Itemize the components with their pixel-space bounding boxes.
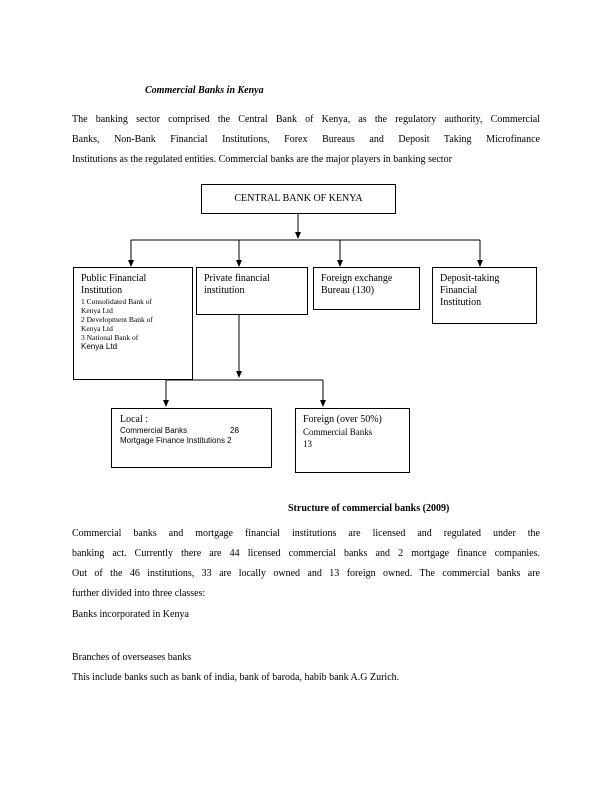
class-item: Banks incorporated in Kenya [72, 609, 189, 620]
public-title: Public Financial [81, 273, 147, 284]
central-bank-box: CENTRAL BANK OF KENYA [201, 184, 396, 214]
deposit-label: Financial [440, 285, 478, 296]
body-line: further divided into three classes: [72, 588, 206, 599]
foreign-banks-box: Foreign (over 50%) Commercial Banks 13 [295, 408, 410, 473]
body-line: banking act. Currently there are 44 lice… [72, 548, 540, 559]
intro-line: Banks, Non-Bank Financial Institutions, … [72, 134, 540, 145]
deposit-taking-box: Deposit-taking Financial Institution [432, 267, 537, 324]
public-item: 1 Consolidated Bank of [81, 297, 153, 306]
private-label: Private financial [204, 273, 270, 284]
public-title: Institution [81, 285, 123, 296]
class-item: Branches of overseases banks [72, 652, 192, 663]
local-banks-box: Local : Commercial Banks 28 Mortgage Fin… [111, 408, 272, 468]
body-line: Commercial banks and mortgage financial … [72, 528, 540, 539]
public-item: Kenya Ltd [81, 324, 113, 333]
central-bank-label: CENTRAL BANK OF KENYA [234, 193, 363, 204]
local-row: Commercial Banks 28 [120, 426, 271, 436]
public-item: Kenya Ltd [81, 306, 113, 315]
intro-line: The banking sector comprised the Central… [72, 114, 540, 125]
local-title: Local : [120, 414, 149, 425]
intro-paragraph: The banking sector comprised the Central… [72, 110, 540, 170]
public-item: Kenya Ltd [81, 342, 118, 351]
deposit-label: Institution [440, 297, 482, 308]
diagram-caption: Structure of commercial banks (2009) [288, 503, 450, 514]
foreign-label: Commercial Banks [303, 427, 373, 437]
public-item: 2 Development Bank of [81, 315, 153, 324]
local-commercial-count: 28 [230, 426, 239, 435]
private-label: institution [204, 285, 245, 296]
forex-label: Bureau (130) [321, 285, 375, 296]
public-institution-box: Public Financial Institution 1 Consolida… [73, 267, 193, 380]
body-paragraph: Commercial banks and mortgage financial … [72, 524, 540, 604]
forex-bureau-box: Foreign exchange Bureau (130) [313, 267, 420, 310]
intro-line: Institutions as the regulated entities. … [72, 154, 452, 165]
foreign-count: 13 [303, 439, 312, 449]
public-item: 3 National Bank of [81, 333, 139, 342]
class-note: This include banks such as bank of india… [72, 672, 400, 683]
deposit-label: Deposit-taking [440, 273, 500, 284]
private-institution-box: Private financial institution [196, 267, 308, 315]
forex-label: Foreign exchange [321, 273, 393, 284]
body-line: Out of the 46 institutions, 33 are local… [72, 568, 540, 579]
local-mortgage: Mortgage Finance Institutions 2 [120, 436, 232, 445]
local-commercial-label: Commercial Banks [120, 426, 188, 435]
foreign-title: Foreign (over 50%) [303, 414, 382, 425]
section-heading: Commercial Banks in Kenya [145, 85, 264, 96]
